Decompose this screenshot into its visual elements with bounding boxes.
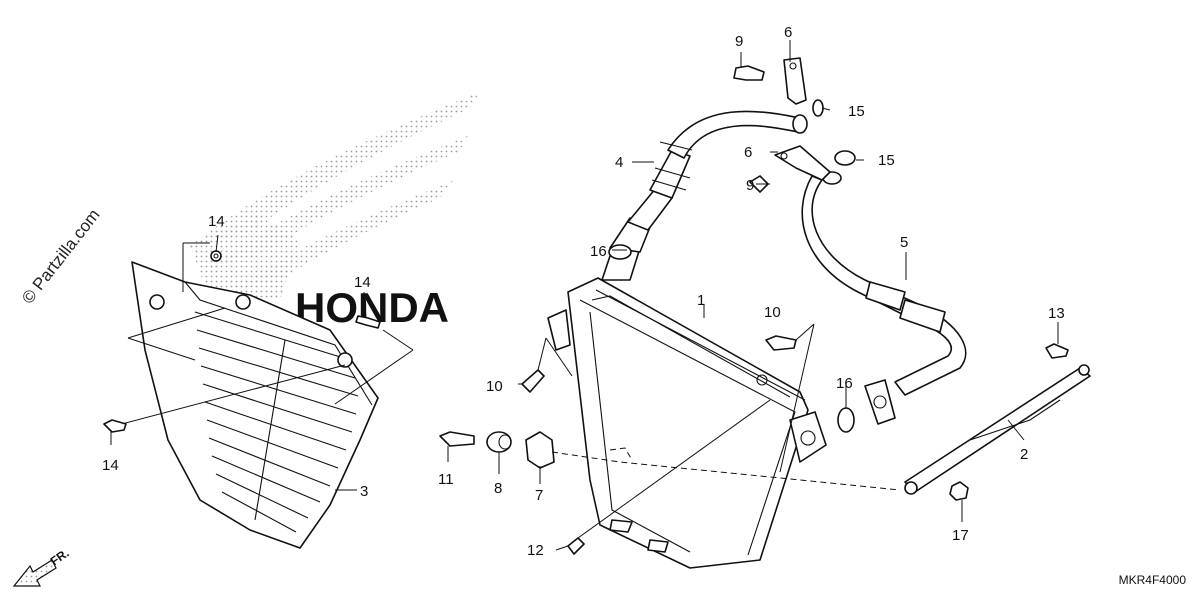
callout-11: 11 (438, 471, 454, 488)
callout-5: 5 (900, 234, 908, 251)
part-8-collar (486, 431, 512, 453)
callout-9-lower: 9 (746, 177, 754, 194)
louver-fins (194, 311, 359, 533)
callout-7: 7 (535, 487, 543, 504)
part-12-bolt (567, 537, 585, 555)
part-2-stay-bracket (904, 364, 1091, 495)
callout-13: 13 (1048, 305, 1065, 322)
callout-14-left: 14 (102, 457, 119, 474)
part-15-o-ring-upper (812, 99, 824, 117)
screw-14-middle (355, 315, 381, 329)
callout-4: 4 (615, 154, 623, 171)
honda-wing-logo: HONDA (185, 92, 480, 331)
diagram-code: MKR4F4000 (1119, 573, 1187, 587)
callout-10-upper: 10 (764, 304, 781, 321)
part-16-gasket-upper (608, 244, 632, 260)
part-9-bolt-upper (733, 65, 765, 81)
part-3-radiator-shroud (131, 261, 379, 549)
watermark-text: © Partzilla.com (18, 205, 104, 307)
part-11-bolt (439, 431, 475, 447)
part-13-bolt (1045, 343, 1069, 359)
callout-14-top: 14 (208, 213, 225, 230)
callout-8: 8 (494, 480, 502, 497)
callout-9-upper: 9 (735, 33, 743, 50)
screw-14-top (210, 250, 222, 262)
callout-6-upper: 6 (784, 24, 792, 41)
callout-17: 17 (952, 527, 969, 544)
callout-15-upper: 15 (848, 103, 865, 120)
callout-12: 12 (527, 542, 544, 559)
part-10-bolt-upper (765, 335, 797, 351)
callout-1: 1 (697, 292, 705, 309)
screw-14-left (103, 419, 127, 433)
part-4-upper-hose (601, 110, 808, 281)
callout-3: 3 (360, 483, 368, 500)
part-16-gasket-lower (837, 407, 855, 433)
callout-2: 2 (1020, 446, 1028, 463)
callout-16-upper: 16 (590, 243, 607, 260)
callout-10-lower: 10 (486, 378, 503, 395)
part-15-o-ring-lower (834, 150, 856, 166)
part-10-bolt-lower (521, 369, 545, 393)
callout-16-lower: 16 (836, 375, 853, 392)
part-6-clamp-lower (774, 145, 831, 181)
part-5-lower-hose (801, 171, 967, 425)
part-1-radiator (547, 277, 827, 569)
callout-6-lower: 6 (744, 144, 752, 161)
part-6-clamp-upper (783, 57, 807, 105)
part-17-nut (949, 481, 969, 501)
part-7-grommet (525, 431, 555, 469)
callout-14-middle: 14 (354, 274, 371, 291)
front-direction-arrow: FR. (12, 546, 72, 587)
callout-15-lower: 15 (878, 152, 895, 169)
